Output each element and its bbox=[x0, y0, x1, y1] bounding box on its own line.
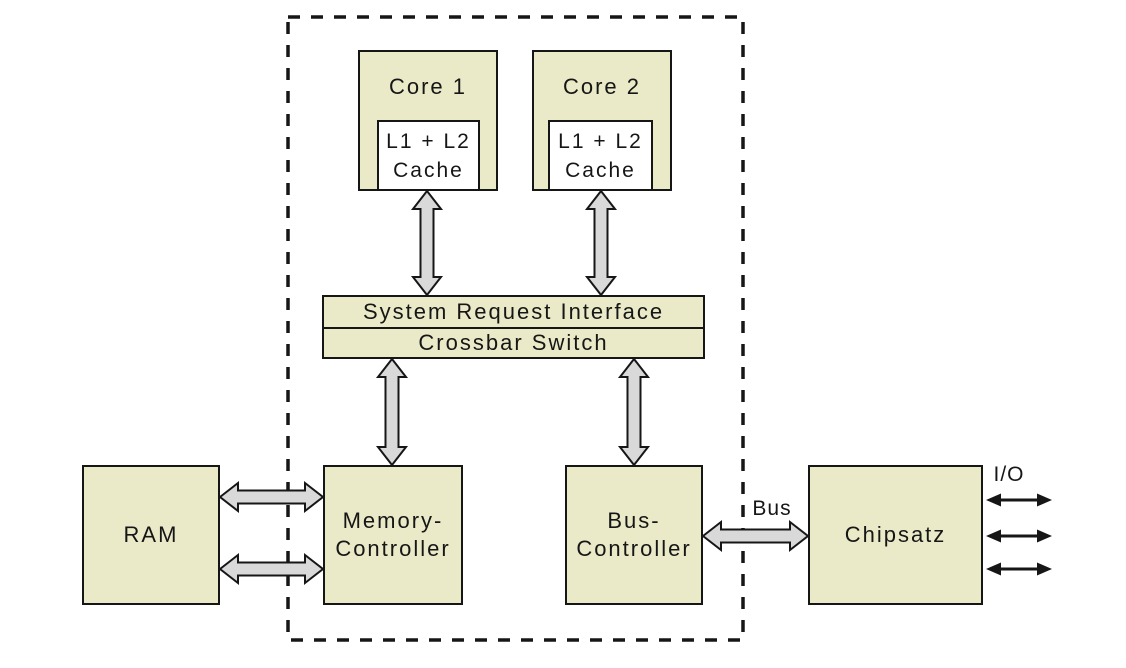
memory-controller-box: Memory- Controller bbox=[323, 465, 463, 605]
arrow-core2-cache-sri bbox=[584, 189, 618, 297]
core2-cache-line1: L1 + L2 bbox=[558, 129, 643, 153]
chipsatz-label: Chipsatz bbox=[844, 522, 947, 547]
arrow-bus-controller-chipsatz bbox=[701, 519, 810, 553]
system-request-interface-label: System Request Interface bbox=[362, 299, 665, 324]
bus-controller-line1: Bus- bbox=[607, 508, 661, 533]
bus-label: Bus bbox=[752, 497, 792, 520]
arrow-crossbar-bus-controller bbox=[617, 357, 651, 467]
arrow-core1-cache-sri bbox=[410, 189, 444, 297]
processor-package-dashed-boundary bbox=[286, 15, 745, 642]
ram-label: RAM bbox=[123, 522, 179, 547]
ram-box: RAM bbox=[82, 465, 220, 605]
arrow-ram-memory-controller-top bbox=[218, 480, 325, 514]
core1-cache-box: L1 + L2 Cache bbox=[377, 120, 480, 191]
io-arrow-2 bbox=[986, 529, 1052, 543]
core1-label: Core 1 bbox=[388, 74, 468, 99]
memory-controller-line1: Memory- bbox=[342, 508, 444, 533]
memory-controller-line2: Controller bbox=[335, 536, 451, 561]
system-request-interface-box: System Request Interface bbox=[322, 295, 705, 329]
core1-cache-line2: Cache bbox=[393, 158, 464, 182]
io-arrow-3 bbox=[986, 562, 1052, 576]
core2-box: Core 2 L1 + L2 Cache bbox=[532, 50, 672, 191]
chipsatz-box: Chipsatz bbox=[808, 465, 983, 605]
arrow-ram-memory-controller-bottom bbox=[218, 552, 325, 586]
core2-cache-box: L1 + L2 Cache bbox=[548, 120, 653, 191]
core2-label: Core 2 bbox=[562, 74, 642, 99]
bus-controller-box: Bus- Controller bbox=[565, 465, 703, 605]
crossbar-switch-label: Crossbar Switch bbox=[418, 330, 609, 355]
crossbar-switch-box: Crossbar Switch bbox=[322, 327, 705, 359]
core1-box: Core 1 L1 + L2 Cache bbox=[358, 50, 498, 191]
core1-cache-line1: L1 + L2 bbox=[386, 129, 471, 153]
bus-controller-line2: Controller bbox=[576, 536, 692, 561]
core2-cache-line2: Cache bbox=[565, 158, 636, 182]
io-arrow-1 bbox=[986, 493, 1052, 507]
arrow-crossbar-memory-controller bbox=[375, 357, 409, 467]
io-label: I/O bbox=[993, 463, 1025, 486]
